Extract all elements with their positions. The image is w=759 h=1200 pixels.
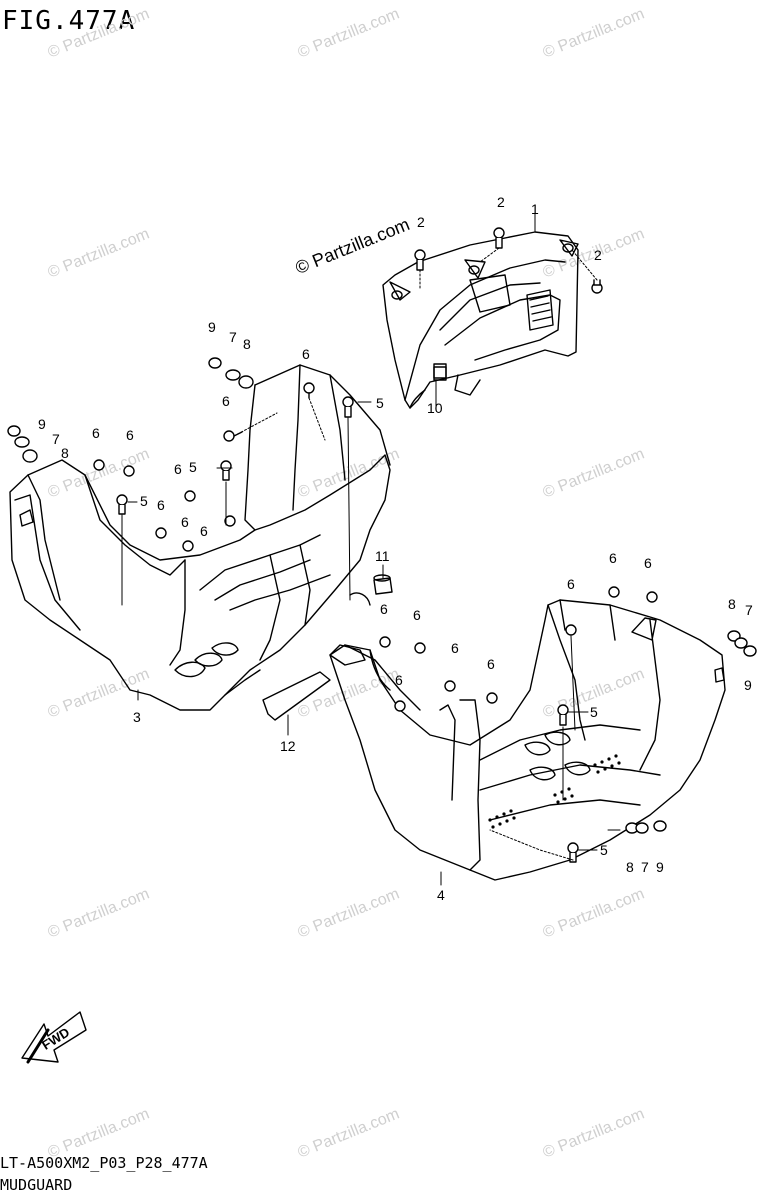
callout-6: 6 (380, 601, 388, 617)
diagram-name: MUDGUARD (0, 1176, 73, 1194)
figure-title: FIG.477A (2, 6, 136, 36)
callout-5: 5 (600, 842, 608, 858)
callout-6: 6 (126, 427, 134, 443)
part-11-grommet (373, 574, 393, 595)
callout-2: 2 (497, 194, 505, 210)
callout-6: 6 (567, 576, 575, 592)
callout-8: 8 (728, 596, 736, 612)
callout-5: 5 (189, 459, 197, 475)
callout-7: 7 (229, 329, 237, 345)
part-3-left-mudguard (9, 364, 391, 711)
callout-9: 9 (656, 859, 664, 875)
callout-9: 9 (38, 416, 46, 432)
callout-6: 6 (222, 393, 230, 409)
callout-8: 8 (243, 336, 251, 352)
callout-3: 3 (133, 709, 141, 725)
callout-6: 6 (92, 425, 100, 441)
callout-6: 6 (200, 523, 208, 539)
callout-6: 6 (181, 514, 189, 530)
callout-6: 6 (174, 461, 182, 477)
callout-2: 2 (594, 247, 602, 263)
part-1-cover (382, 231, 579, 409)
part-10-clip (433, 366, 447, 381)
callout-6: 6 (451, 640, 459, 656)
callout-9: 9 (744, 677, 752, 693)
callout-5: 5 (590, 704, 598, 720)
callout-11: 11 (375, 548, 390, 564)
callout-6: 6 (609, 550, 617, 566)
callout-6: 6 (644, 555, 652, 571)
callout-1: 1 (531, 201, 539, 217)
footrest-grate-dots (488, 754, 621, 829)
callout-5: 5 (140, 493, 148, 509)
callout-12: 12 (280, 738, 296, 754)
callout-6: 6 (395, 672, 403, 688)
callout-10: 10 (427, 400, 443, 416)
callout-7: 7 (745, 602, 753, 618)
callout-9: 9 (208, 319, 216, 335)
callout-2: 2 (417, 214, 425, 230)
callout-6: 6 (487, 656, 495, 672)
callout-8: 8 (61, 445, 69, 461)
part-4-right-mudguard (329, 599, 726, 881)
callout-labels: 1 2 2 2 10 9 7 8 6 5 6 9 7 8 6 6 6 5 5 6… (38, 194, 753, 1053)
callout-7: 7 (641, 859, 649, 875)
callout-8: 8 (626, 859, 634, 875)
leader-lines (121, 213, 621, 886)
callout-6: 6 (413, 607, 421, 623)
part-12-pad (262, 671, 331, 721)
callout-4: 4 (437, 887, 445, 903)
callout-7: 7 (52, 431, 60, 447)
fastener-bolts (7, 227, 757, 863)
callout-6: 6 (302, 346, 310, 362)
diagram-code: LT-A500XM2_P03_P28_477A (0, 1154, 208, 1172)
callout-6: 6 (157, 497, 165, 513)
callout-5: 5 (376, 395, 384, 411)
fwd-arrow (21, 1011, 87, 1064)
